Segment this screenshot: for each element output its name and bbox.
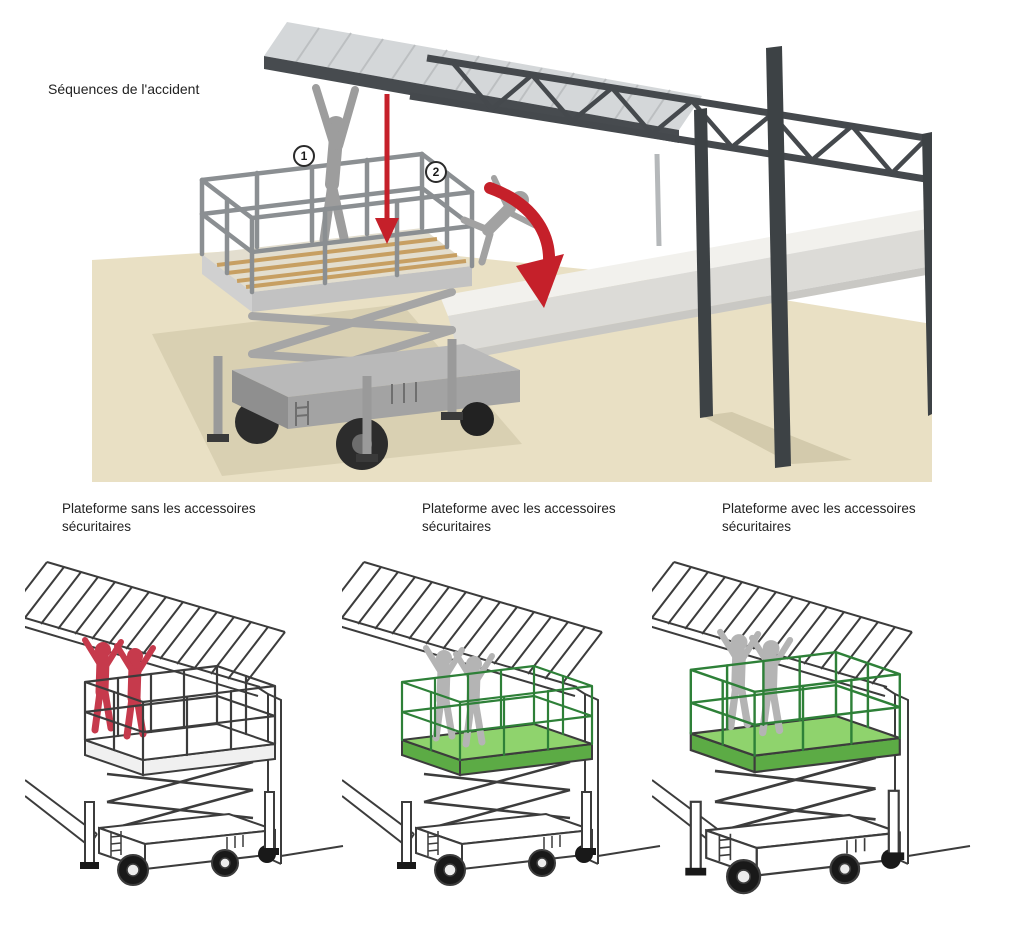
steel-column-near — [694, 108, 713, 418]
concrete-slab — [440, 208, 932, 360]
accident-sequence-title: Séquences de l'accident — [48, 81, 200, 97]
platform-deck — [202, 228, 472, 312]
panel-caption: Plateforme sans les accessoires sécurita… — [62, 501, 256, 535]
accident-illustration: 1 2 — [92, 22, 932, 482]
worker-figure-red — [117, 646, 153, 736]
drop-arrow — [375, 94, 399, 244]
lift-outrigger — [213, 339, 457, 456]
steel-column-edge — [922, 132, 932, 416]
svg-text:2: 2 — [433, 165, 440, 179]
steel-column-far — [766, 46, 791, 468]
scissor-lift — [199, 151, 520, 470]
worker-figure — [720, 632, 758, 727]
panel-caption: Plateforme avec les accessoires sécurita… — [722, 501, 916, 535]
panel-caption: Plateforme avec les accessoires sécurita… — [422, 501, 616, 535]
lift-wheel — [460, 402, 494, 436]
fall-path-arrow — [484, 182, 564, 308]
svg-text:1: 1 — [301, 149, 308, 163]
secured-platform — [683, 714, 906, 895]
panel-safe-illustration-1 — [342, 561, 661, 887]
roof-truss — [409, 54, 932, 247]
panel-safe-illustration-2 — [652, 561, 971, 895]
platform-guardrails-front — [199, 177, 475, 295]
step-1-marker: 1 — [293, 145, 315, 167]
worker-figure — [752, 638, 790, 733]
panel-unsafe-illustration — [25, 561, 344, 887]
step-2-marker: 2 — [425, 161, 447, 183]
scissor-lift — [78, 722, 281, 887]
secured-platform — [395, 722, 598, 887]
